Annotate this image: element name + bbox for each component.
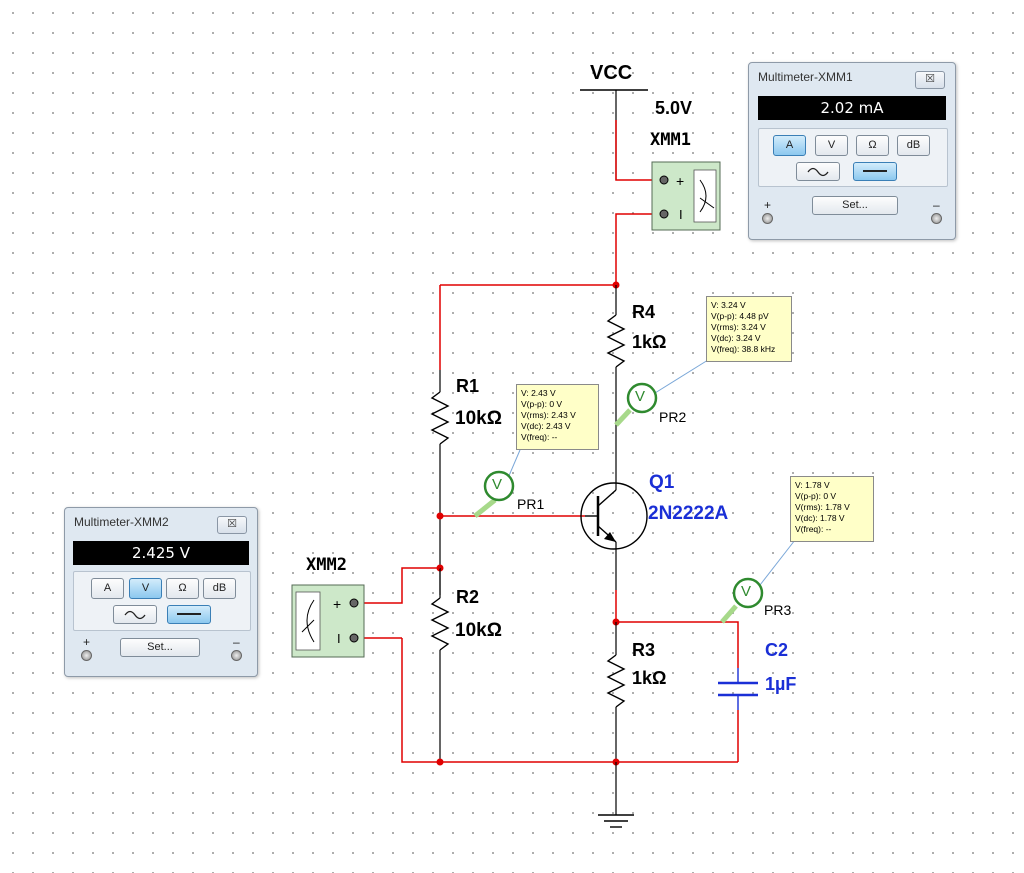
- multimeter-xmm2-display: 2.425 V: [73, 541, 249, 565]
- pr2-probe-circle: [626, 382, 658, 414]
- xmm2-label: XMM2: [306, 555, 347, 575]
- svg-text:I: I: [679, 207, 683, 222]
- svg-text:I: I: [337, 631, 341, 646]
- multimeter-xmm1-window[interactable]: Multimeter-XMM1 ☒ 2.02 mA A V Ω dB Set..…: [748, 62, 956, 240]
- pr1-tooltip: V: 2.43 V V(p-p): 0 V V(rms): 2.43 V V(d…: [516, 384, 599, 450]
- r1-value: 10kΩ: [455, 408, 502, 429]
- pr2-tooltip-line: V(dc): 3.24 V: [711, 333, 761, 343]
- wire-xmm1-top: [615, 213, 662, 285]
- pr2-tooltip-line: V(freq): 38.8 kHz: [711, 344, 776, 354]
- set-button[interactable]: Set...: [812, 196, 898, 215]
- r3-value: 1kΩ: [632, 668, 667, 688]
- pr3-tooltip: V: 1.78 V V(p-p): 0 V V(rms): 1.78 V V(d…: [790, 476, 874, 542]
- svg-text:+: +: [333, 596, 341, 612]
- dc-wave-button[interactable]: [167, 605, 211, 624]
- vcc-value: 5.0V: [655, 98, 693, 118]
- wire-xmm2-plus: [356, 567, 440, 604]
- pr1-name: PR1: [517, 496, 545, 512]
- pr2-symbol[interactable]: V: [635, 388, 646, 405]
- multimeter-xmm2-window[interactable]: Multimeter-XMM2 ☒ 2.425 V A V Ω dB Set..…: [64, 507, 258, 677]
- pr3-tooltip-line: V(p-p): 0 V: [795, 491, 837, 501]
- mode-a-button[interactable]: A: [91, 578, 124, 599]
- dc-line-icon: [177, 613, 201, 615]
- pr2-tooltip-line: V(p-p): 4.48 pV: [711, 311, 769, 321]
- pr1-tooltip-line: V(p-p): 0 V: [521, 399, 563, 409]
- xmm1-label: XMM1: [650, 130, 691, 150]
- vcc-label: VCC: [590, 62, 633, 84]
- q1-ref: Q1: [649, 472, 675, 493]
- pr2-name: PR2: [659, 409, 687, 425]
- q1-model: 2N2222A: [648, 503, 729, 524]
- plus-terminal[interactable]: [762, 213, 773, 224]
- r2-value: 10kΩ: [455, 620, 502, 641]
- pr2-tooltip-line: V: 3.24 V: [711, 300, 746, 310]
- multimeter-xmm1-display: 2.02 mA: [758, 96, 946, 120]
- dc-line-icon: [863, 170, 887, 172]
- minus-terminal-label: –: [233, 635, 240, 649]
- r4-value: 1kΩ: [632, 332, 667, 352]
- svg-text:+: +: [676, 173, 684, 189]
- pr3-symbol[interactable]: V: [741, 583, 752, 600]
- multimeter-xmm1-title: Multimeter-XMM1: [758, 70, 853, 84]
- ground-symbol: [598, 814, 634, 828]
- mode-ohm-button[interactable]: Ω: [166, 578, 199, 599]
- wire-bottom-rail: [401, 638, 738, 763]
- r3-symbol: [606, 654, 626, 708]
- pr3-tooltip-line: V(freq): --: [795, 524, 832, 534]
- mode-db-button[interactable]: dB: [203, 578, 236, 599]
- r1-symbol: [430, 391, 450, 445]
- r4-symbol: [606, 314, 626, 368]
- pr1-symbol[interactable]: V: [492, 476, 503, 493]
- dc-wave-button[interactable]: [853, 162, 897, 181]
- xmm1-instrument: + I: [651, 161, 721, 231]
- r2-ref: R2: [456, 587, 480, 607]
- close-icon[interactable]: ☒: [217, 516, 247, 534]
- pr1-tooltip-line: V(rms): 2.43 V: [521, 410, 576, 420]
- minus-terminal[interactable]: [931, 213, 942, 224]
- pr1-probe-circle: [483, 470, 515, 502]
- sine-wave-icon: [807, 167, 829, 177]
- mode-db-button[interactable]: dB: [897, 135, 930, 156]
- mode-v-button[interactable]: V: [129, 578, 162, 599]
- r1-ref: R1: [456, 376, 480, 396]
- mode-a-button[interactable]: A: [773, 135, 806, 156]
- ac-wave-button[interactable]: [796, 162, 840, 181]
- pr3-tooltip-line: V(dc): 1.78 V: [795, 513, 845, 523]
- close-icon[interactable]: ☒: [915, 71, 945, 89]
- r4-ref: R4: [632, 302, 656, 322]
- multimeter-xmm2-title: Multimeter-XMM2: [74, 515, 169, 529]
- pr1-tooltip-line: V(dc): 2.43 V: [521, 421, 571, 431]
- ac-wave-button[interactable]: [113, 605, 157, 624]
- r2-symbol: [430, 597, 450, 651]
- mode-ohm-button[interactable]: Ω: [856, 135, 889, 156]
- sine-wave-icon: [124, 610, 146, 620]
- plus-terminal[interactable]: [81, 650, 92, 661]
- pr3-tooltip-line: V: 1.78 V: [795, 480, 830, 490]
- wire-vcc-xmm1: [615, 120, 662, 181]
- pr1-tooltip-line: V(freq): --: [521, 432, 558, 442]
- minus-terminal-label: –: [933, 198, 940, 212]
- pr3-name: PR3: [764, 602, 792, 618]
- pr3-tooltip-line: V(rms): 1.78 V: [795, 502, 850, 512]
- pr1-tooltip-line: V: 2.43 V: [521, 388, 556, 398]
- minus-terminal[interactable]: [231, 650, 242, 661]
- mode-v-button[interactable]: V: [815, 135, 848, 156]
- plus-terminal-label: +: [764, 198, 772, 212]
- c2-ref: C2: [765, 640, 789, 660]
- xmm2-instrument: + I: [291, 584, 365, 658]
- pr2-tooltip: V: 3.24 V V(p-p): 4.48 pV V(rms): 3.24 V…: [706, 296, 792, 362]
- r3-ref: R3: [632, 640, 656, 660]
- c2-value: 1µF: [765, 674, 797, 694]
- plus-terminal-label: +: [83, 635, 91, 649]
- q1-body: [580, 482, 648, 550]
- pr3-probe-circle: [732, 577, 764, 609]
- set-button[interactable]: Set...: [120, 638, 200, 657]
- pr2-tooltip-line: V(rms): 3.24 V: [711, 322, 766, 332]
